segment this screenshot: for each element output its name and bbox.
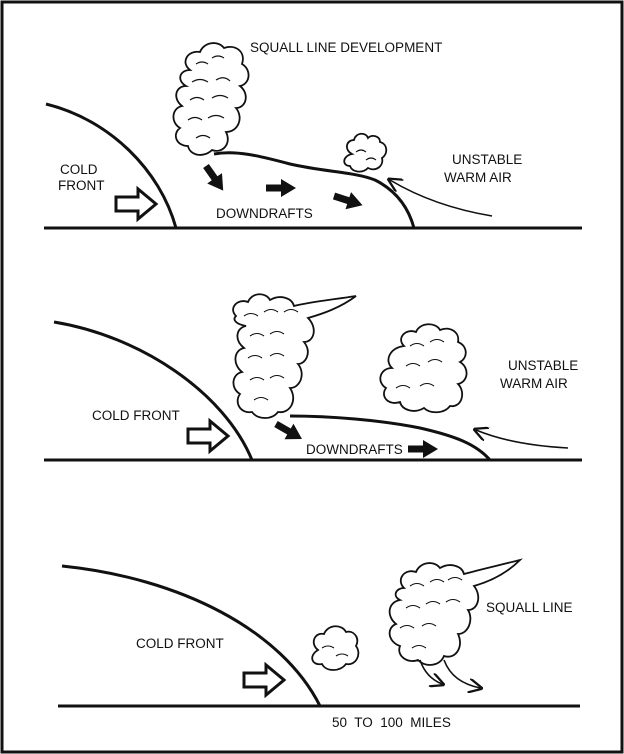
unstable-air-label: UNSTABLE	[508, 358, 578, 373]
diagram-title: SQUALL LINE DEVELOPMENT	[250, 40, 442, 55]
cumulus-cloud-icon	[380, 324, 466, 412]
cold-front-label: COLD FRONT	[136, 636, 224, 651]
downdrafts-label: DOWNDRAFTS	[216, 206, 313, 221]
thin-arrow-icon	[476, 430, 568, 448]
unstable-air-label: UNSTABLE	[452, 152, 522, 167]
cumulus-cloud-icon	[312, 626, 358, 670]
thin-arrow-icon	[444, 660, 480, 688]
cumulus-cloud-icon	[173, 43, 248, 155]
panel-3: COLD FRONT SQUALL LINE 50 TO 100 MILES	[58, 560, 580, 730]
cumulus-cloud-icon	[344, 134, 386, 172]
solid-arrow-icon	[266, 179, 296, 197]
panel-1: COLD FRONT DOWNDRAFTS UNSTABLE WARM AIR	[44, 43, 582, 228]
squall-line-label: SQUALL LINE	[486, 600, 573, 615]
panel-2: COLD FRONT DOWNDRAFTS UNSTABLE WARM AIR	[44, 294, 582, 460]
cumulus-cloud-icon	[233, 294, 356, 418]
solid-arrow-icon	[272, 416, 307, 447]
hollow-arrow-icon	[116, 189, 156, 219]
unstable-air-label: WARM AIR	[500, 376, 568, 391]
hollow-arrow-icon	[188, 421, 228, 451]
downdrafts-label: DOWNDRAFTS	[306, 442, 403, 457]
distance-label: 50 TO 100 MILES	[332, 715, 451, 730]
thin-arrow-icon	[390, 180, 492, 216]
cold-front-label: FRONT	[58, 178, 105, 193]
cold-front-label: COLD	[60, 162, 98, 177]
solid-arrow-icon	[408, 440, 438, 458]
solid-arrow-icon	[199, 161, 231, 196]
hollow-arrow-icon	[244, 665, 284, 695]
unstable-air-label: WARM AIR	[444, 170, 512, 185]
cold-front-label: COLD FRONT	[92, 408, 180, 423]
solid-arrow-icon	[331, 187, 365, 213]
